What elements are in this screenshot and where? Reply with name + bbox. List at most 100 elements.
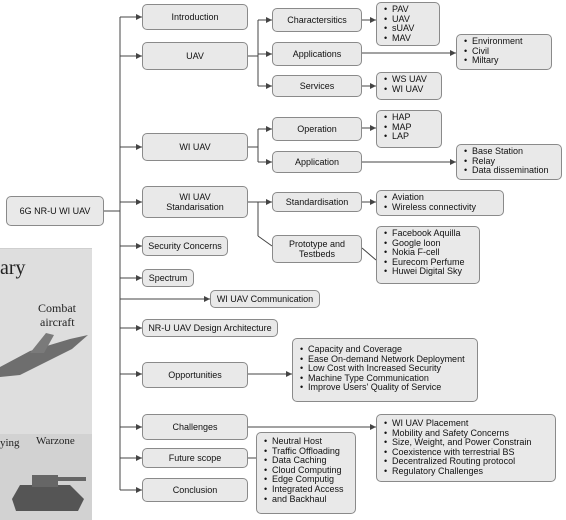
node-future-scope: Future scope [142,448,248,468]
spectrum-label: Spectrum [148,273,188,283]
list-item: Ease On-demand Network Deployment [300,354,465,365]
list-challenges: WI UAV PlacementMobility and Safety Conc… [376,414,556,482]
wi-uav-label: WI UAV [179,142,211,152]
node-security-concerns: Security Concerns [142,236,228,256]
standardisation-label: Standardisation [285,197,349,207]
photo-flying-label: ying [0,437,20,449]
photo-aircraft-label: aircraft [40,315,75,329]
tank-gun [56,477,86,481]
list-item: Edge Computig [264,475,344,485]
node-applications: Applications [272,42,362,66]
applications-label: Applications [292,49,342,59]
prototype-label-line1: Prototype and [288,239,346,249]
list-item: MAV [384,33,414,44]
list-item: Facebook Aquilla [384,228,465,239]
node-operation: Operation [272,117,362,141]
application-label: Application [294,157,340,167]
list-application: Base StationRelayData dissemination [456,144,562,180]
list-item: WI UAV Placement [384,418,531,429]
jet-wing [30,333,54,353]
list-characteristics: PAVUAVsUAVMAV [376,2,440,46]
node-uav: UAV [142,42,248,70]
operation-label: Operation [297,124,337,134]
list-item: Integrated Access [264,484,343,495]
list-item: Regulatory Challenges [384,466,531,477]
list-item: WS UAV [384,74,427,85]
list-standardisation: AviationWireless connectivity [376,190,504,216]
list-item: Nokia F-cell [384,248,465,258]
uav-label: UAV [186,51,204,61]
security-label: Security Concerns [148,241,222,251]
node-wi-uav: WI UAV [142,133,248,161]
jet-silhouette [0,335,88,377]
photo-illustration [0,333,92,520]
list-item: Mobility and Safety Concerns [384,428,531,439]
root-label: 6G NR-U WI UAV [19,206,91,216]
list-item: Wireless connectivity [384,202,476,213]
list-item: Coexistence with terrestrial BS [384,447,531,458]
list-item: Eurecom Perfume [384,257,464,268]
photo-title: ary [0,257,26,279]
node-spectrum: Spectrum [142,269,194,287]
list-prototype: Facebook AquillaGoogle loonNokia F-cellE… [376,226,480,284]
node-introduction: Introduction [142,4,248,30]
list-item: Traffic Offloading [264,446,344,457]
node-conclusion: Conclusion [142,478,248,502]
list-item: Decentralized Routing protocol [384,457,531,467]
tank-turret [32,475,58,487]
list-item: Aviation [384,192,476,203]
list-opportunities: Capacity and CoverageEase On-demand Netw… [292,338,478,402]
node-application: Application [272,151,362,173]
list-item: MAP [384,122,411,133]
list-item: PAV [384,4,414,15]
node-characteristics: Charactersitics [272,8,362,32]
list-item: Capacity and Coverage [300,344,465,355]
list-item: Environment [464,36,522,47]
photo-warzone-label: Warzone [36,435,75,447]
node-prototype-testbeds: Prototype and Testbeds [272,235,362,263]
tank-body [12,485,84,511]
list-item: UAV [384,14,414,25]
node-wi-uav-standarisation: WI UAV Standarisation [142,186,248,218]
node-design-architecture: NR-U UAV Design Architecture [142,319,278,337]
list-item: and Backhaul [264,494,344,505]
list-item: HAP [384,112,412,123]
list-item: Size, Weight, and Power Constrain [384,438,531,448]
list-operation: HAPMAPLAP [376,110,442,148]
list-item: Data dissemination [464,166,548,176]
list-item: LAP [384,132,412,142]
list-item: Cloud Computing [264,465,344,476]
list-item: Improve Users' Quality of Service [300,383,465,393]
node-challenges: Challenges [142,414,248,440]
background-photo: ary Combat aircraft ying Warzone [0,248,92,520]
introduction-label: Introduction [171,12,219,22]
node-services: Services [272,75,362,97]
standarisation-label-line1: WI UAV [179,192,211,202]
node-standardisation: Standardisation [272,192,362,212]
node-wi-uav-communication: WI UAV Communication [210,290,320,308]
list-item: Neutral Host [264,436,344,447]
list-item: Data Caching [264,456,344,466]
future-label: Future scope [168,453,222,463]
node-opportunities: Opportunities [142,362,248,388]
photo-combat-label: Combat [38,301,76,315]
list-item: Huwei Digital Sky [384,267,465,277]
characteristics-label: Charactersitics [287,15,347,25]
list-item: sUAV [384,24,414,34]
conclusion-label: Conclusion [172,485,218,495]
services-label: Services [299,81,335,91]
challenges-label: Challenges [172,422,218,432]
root-node: 6G NR-U WI UAV [6,196,104,226]
list-item: Relay [464,156,549,167]
list-item: Miltary [464,56,523,66]
opportunities-label: Opportunities [168,370,222,380]
list-item: Base Station [464,146,549,157]
standarisation-label-line2: Standarisation [166,202,224,212]
list-item: WI UAV [384,84,427,95]
list-item: Low Cost with Increased Security [300,364,465,374]
list-item: Civil [464,46,523,57]
design-label: NR-U UAV Design Architecture [148,323,272,333]
list-item: Machine Type Communication [300,373,465,384]
